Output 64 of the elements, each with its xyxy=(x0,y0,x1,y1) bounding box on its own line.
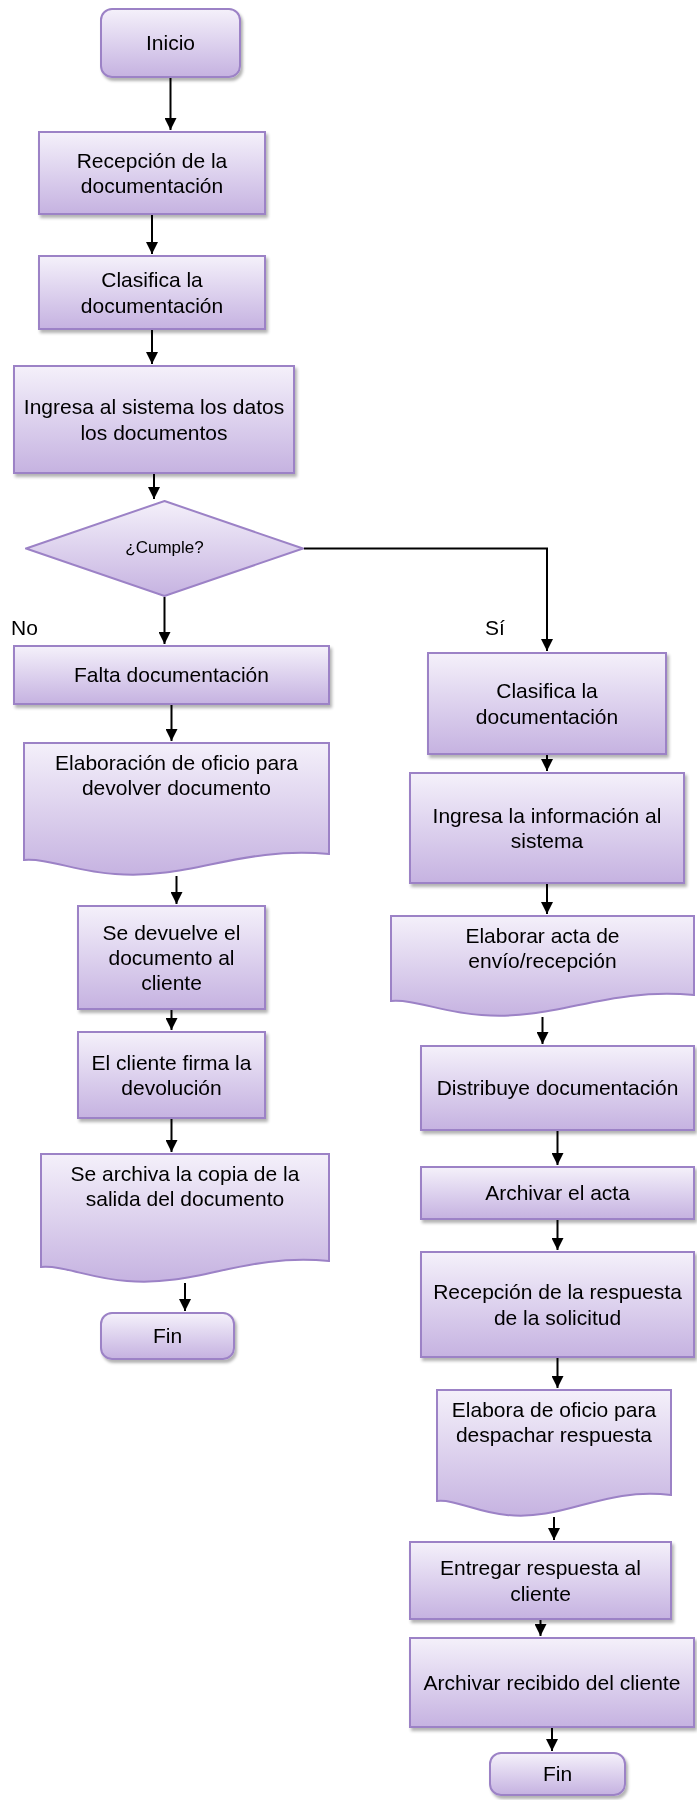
node-text: Elaboración de oficio para devolver documento xyxy=(54,750,299,801)
node-text: Recepción de la respuesta de la solicitud xyxy=(432,1279,683,1330)
arrow xyxy=(541,883,553,915)
node-text: Recepción de la documentación xyxy=(75,147,229,199)
arrow xyxy=(541,754,553,772)
process-box xyxy=(38,131,266,215)
terminator-box xyxy=(100,1312,235,1360)
terminator-box xyxy=(100,8,241,78)
arrow xyxy=(179,1282,191,1312)
node-text: Elabora de oficio para despachar respuesta xyxy=(450,1397,658,1448)
process-box xyxy=(420,1166,695,1220)
branch-label: Sí xyxy=(485,615,505,641)
arrow xyxy=(164,77,177,131)
arrow xyxy=(534,1619,547,1637)
arrow xyxy=(303,547,553,652)
arrow xyxy=(548,1516,560,1541)
node-text: Ingresa al sistema los datos los documentos xyxy=(23,394,285,445)
process-box xyxy=(77,905,266,1010)
node-text: El cliente firma la devolución xyxy=(90,1049,253,1101)
arrow xyxy=(165,1118,178,1153)
arrow xyxy=(546,1727,558,1752)
arrow xyxy=(146,214,158,255)
process-box xyxy=(409,1541,672,1620)
document-shape xyxy=(40,1153,330,1283)
arrow xyxy=(170,875,183,905)
node-text: Archivar el acta xyxy=(485,1180,630,1206)
arrow xyxy=(551,1130,564,1166)
branch-label: No xyxy=(11,615,38,641)
process-box xyxy=(13,365,295,474)
process-box xyxy=(77,1031,266,1119)
node-text: ¿Cumple? xyxy=(125,538,204,559)
arrow xyxy=(165,1009,178,1031)
node-text: Se devuelve el documento al cliente xyxy=(101,919,242,996)
process-box xyxy=(427,652,667,755)
node-text: Distribuye documentación xyxy=(436,1075,679,1101)
process-box xyxy=(420,1045,695,1131)
document-shape xyxy=(390,915,695,1017)
arrow xyxy=(536,1016,549,1045)
process-box xyxy=(420,1251,695,1358)
process-box xyxy=(13,645,330,705)
process-box xyxy=(409,1637,695,1728)
arrow xyxy=(551,1357,564,1389)
arrow xyxy=(158,596,171,645)
process-box xyxy=(409,772,685,884)
node-text: Entregar respuesta al cliente xyxy=(439,1555,642,1606)
decision-diamond xyxy=(25,500,304,597)
node-text: Falta documentación xyxy=(74,662,269,688)
arrow xyxy=(148,473,160,500)
arrow xyxy=(165,704,178,742)
arrow xyxy=(551,1219,564,1251)
node-text: Ingresa la información al sistema xyxy=(431,802,663,854)
process-box xyxy=(38,255,266,330)
node-text: Archivar recibido del cliente xyxy=(423,1669,681,1696)
terminator-box xyxy=(489,1752,626,1796)
node-text: Fin xyxy=(542,1761,573,1787)
document-shape xyxy=(23,742,330,876)
node-text: Se archiva la copia de la salida del documento xyxy=(69,1161,301,1212)
node-text: Fin xyxy=(152,1323,183,1349)
node-text: Inicio xyxy=(146,30,195,56)
document-shape xyxy=(436,1389,672,1517)
arrow xyxy=(146,329,158,365)
node-text: Elaborar acta de envío/recepción xyxy=(464,923,621,974)
node-text: Clasifica la documentación xyxy=(79,267,225,318)
node-text: Clasifica la documentación xyxy=(474,678,620,729)
